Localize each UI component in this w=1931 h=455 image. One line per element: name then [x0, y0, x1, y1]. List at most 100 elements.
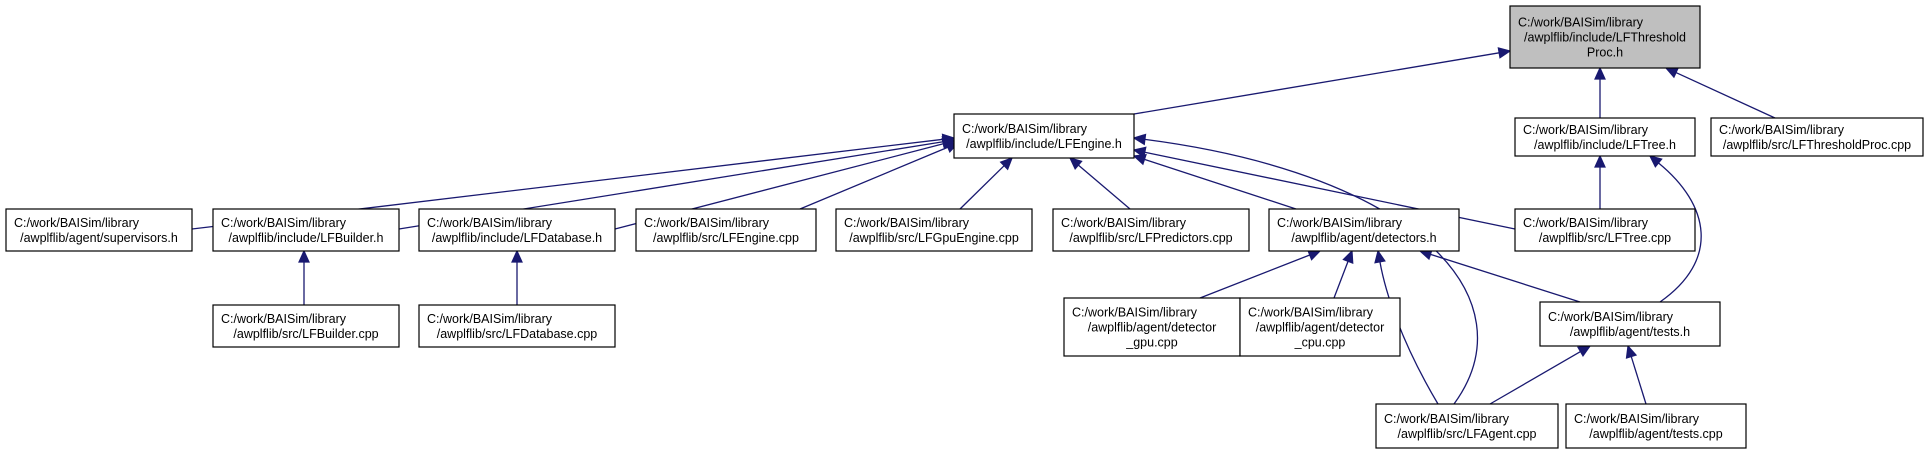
node-label-line: Proc.h — [1587, 46, 1623, 60]
node-label-line: /awplflib/src/LFBuilder.cpp — [233, 327, 378, 341]
edge-lfengine_h-to-lfthreshold_h — [1133, 47, 1512, 115]
node-box — [212, 304, 400, 348]
node-lfbuilder-h[interactable]: C:/work/BAISim/library/awplflib/include/… — [212, 208, 400, 252]
node-box — [1514, 117, 1696, 157]
node-box — [418, 304, 616, 348]
node-lfbuilder-cpp[interactable]: C:/work/BAISim/library/awplflib/src/LFBu… — [212, 304, 400, 348]
node-label-line: C:/work/BAISim/library — [962, 122, 1088, 136]
node-label-line: /awplflib/src/LFDatabase.cpp — [437, 327, 598, 341]
node-lfthreshold-h[interactable]: C:/work/BAISim/library/awplflib/include/… — [1509, 5, 1701, 69]
edge-tests_h-to-lftree_h — [1648, 155, 1702, 303]
node-label-line: /awplflib/agent/tests.cpp — [1589, 427, 1722, 441]
node-detector-gpu-cpp[interactable]: C:/work/BAISim/library/awplflib/agent/de… — [1063, 297, 1241, 357]
node-label-line: C:/work/BAISim/library — [1248, 306, 1374, 320]
node-lfgpuengine-cpp[interactable]: C:/work/BAISim/library/awplflib/src/LFGp… — [835, 208, 1033, 252]
edge-detector_gpu_cpp-to-detectors_h — [1199, 249, 1322, 299]
node-box — [418, 208, 616, 252]
node-label-line: /awplflib/src/LFGpuEngine.cpp — [849, 231, 1019, 245]
node-label-line: C:/work/BAISim/library — [844, 216, 970, 230]
node-detector-cpu-cpp[interactable]: C:/work/BAISim/library/awplflib/agent/de… — [1239, 297, 1401, 357]
node-label-line: /awplflib/src/LFTree.cpp — [1539, 231, 1671, 245]
edge-line — [1630, 356, 1647, 405]
edge-detectors_h-to-lfengine_h — [1132, 153, 1297, 210]
node-label-line: C:/work/BAISim/library — [1548, 310, 1674, 324]
edge-detector_cpu_cpp-to-detectors_h — [1333, 249, 1354, 299]
arrowhead-icon — [1648, 155, 1663, 168]
node-label-line: C:/work/BAISim/library — [1518, 16, 1644, 30]
edge-lfagent_cpp-to-tests_h — [1489, 345, 1592, 405]
node-label-line: C:/work/BAISim/library — [1072, 306, 1198, 320]
node-label-line: /awplflib/agent/tests.h — [1570, 325, 1690, 339]
edge-lfbuilder_cpp-to-lfbuilder_h — [298, 249, 310, 305]
node-lfengine-h[interactable]: C:/work/BAISim/library/awplflib/include/… — [953, 113, 1135, 159]
arrowhead-icon — [1664, 67, 1680, 79]
edge-line — [1489, 350, 1581, 405]
edge-line — [1199, 254, 1310, 299]
edge-line — [1430, 253, 1581, 303]
node-label-line: /awplflib/src/LFAgent.cpp — [1398, 427, 1537, 441]
arrowhead-icon — [1594, 66, 1606, 80]
node-box — [1514, 208, 1696, 252]
node-box — [1539, 301, 1721, 347]
arrowhead-icon — [1594, 154, 1606, 168]
edge-lfdatabase_cpp-to-lfdatabase_h — [511, 249, 523, 305]
node-label-line: /awplflib/agent/detector — [1256, 321, 1385, 335]
node-label-line: /awplflib/src/LFPredictors.cpp — [1069, 231, 1232, 245]
node-box — [635, 208, 817, 252]
node-lfagent-cpp[interactable]: C:/work/BAISim/library/awplflib/src/LFAg… — [1375, 403, 1559, 449]
arrowhead-icon — [298, 249, 310, 263]
node-lfdatabase-cpp[interactable]: C:/work/BAISim/library/awplflib/src/LFDa… — [418, 304, 616, 348]
node-lftree-cpp[interactable]: C:/work/BAISim/library/awplflib/src/LFTr… — [1514, 208, 1696, 252]
node-label-line: _cpu.cpp — [1294, 336, 1346, 350]
node-box — [953, 113, 1135, 159]
node-label-line: C:/work/BAISim/library — [1574, 412, 1700, 426]
node-box — [1509, 5, 1701, 69]
arrowhead-icon — [1307, 249, 1322, 261]
node-tests-h[interactable]: C:/work/BAISim/library/awplflib/agent/te… — [1539, 301, 1721, 347]
arrowhead-icon — [1374, 249, 1386, 264]
edge-line — [1133, 52, 1500, 115]
edge-line — [1077, 164, 1131, 210]
arrowhead-icon — [1132, 133, 1147, 146]
node-lfdatabase-h[interactable]: C:/work/BAISim/library/awplflib/include/… — [418, 208, 616, 252]
node-label-line: C:/work/BAISim/library — [1061, 216, 1187, 230]
node-label-line: C:/work/BAISim/library — [1523, 123, 1649, 137]
node-label-line: /awplflib/include/LFDatabase.h — [432, 231, 602, 245]
node-box — [5, 208, 193, 252]
node-box — [212, 208, 400, 252]
node-supervisors-h[interactable]: C:/work/BAISim/library/awplflib/agent/su… — [5, 208, 193, 252]
node-detectors-h[interactable]: C:/work/BAISim/library/awplflib/agent/de… — [1268, 208, 1460, 252]
node-label-line: /awplflib/include/LFTree.h — [1534, 138, 1676, 152]
node-box — [1052, 208, 1250, 252]
edge-line — [1144, 138, 1479, 405]
edge-tests_h-to-detectors_h — [1418, 248, 1581, 303]
node-lfthreshold-cpp[interactable]: C:/work/BAISim/library/awplflib/src/LFTh… — [1710, 117, 1924, 157]
node-label-line: C:/work/BAISim/library — [1277, 216, 1403, 230]
edge-lfpredictors_cpp-to-lfengine_h — [1068, 157, 1131, 210]
node-lfpredictors-cpp[interactable]: C:/work/BAISim/library/awplflib/src/LFPr… — [1052, 208, 1250, 252]
node-box — [1239, 297, 1401, 357]
node-tests-cpp[interactable]: C:/work/BAISim/library/awplflib/agent/te… — [1565, 403, 1747, 449]
edge-line — [1675, 71, 1776, 119]
edge-lftree_cpp-to-lftree_h — [1594, 154, 1606, 209]
arrowhead-icon — [1576, 345, 1592, 357]
node-label-line: /awplflib/include/LFBuilder.h — [229, 231, 384, 245]
edge-lfthreshold_cpp-to-lfthreshold_h — [1664, 67, 1776, 119]
node-label-line: /awplflib/agent/detectors.h — [1291, 231, 1436, 245]
node-label-line: C:/work/BAISim/library — [1384, 412, 1510, 426]
node-box — [835, 208, 1033, 252]
edge-lftree_h-to-lfthreshold_h — [1594, 66, 1606, 118]
node-label-line: /awplflib/src/LFEngine.cpp — [653, 231, 799, 245]
node-lftree-h[interactable]: C:/work/BAISim/library/awplflib/include/… — [1514, 117, 1696, 157]
node-label-line: C:/work/BAISim/library — [221, 312, 347, 326]
edge-line — [1144, 158, 1297, 210]
arrowhead-icon — [511, 249, 523, 263]
nodes-layer: C:/work/BAISim/library/awplflib/include/… — [5, 5, 1924, 449]
node-label-line: C:/work/BAISim/library — [1523, 216, 1649, 230]
node-label-line: /awplflib/src/LFThresholdProc.cpp — [1723, 138, 1911, 152]
node-box — [1268, 208, 1460, 252]
arrowhead-icon — [1625, 344, 1638, 359]
arrowhead-icon — [1497, 47, 1512, 59]
node-lfengine-cpp[interactable]: C:/work/BAISim/library/awplflib/src/LFEn… — [635, 208, 817, 252]
